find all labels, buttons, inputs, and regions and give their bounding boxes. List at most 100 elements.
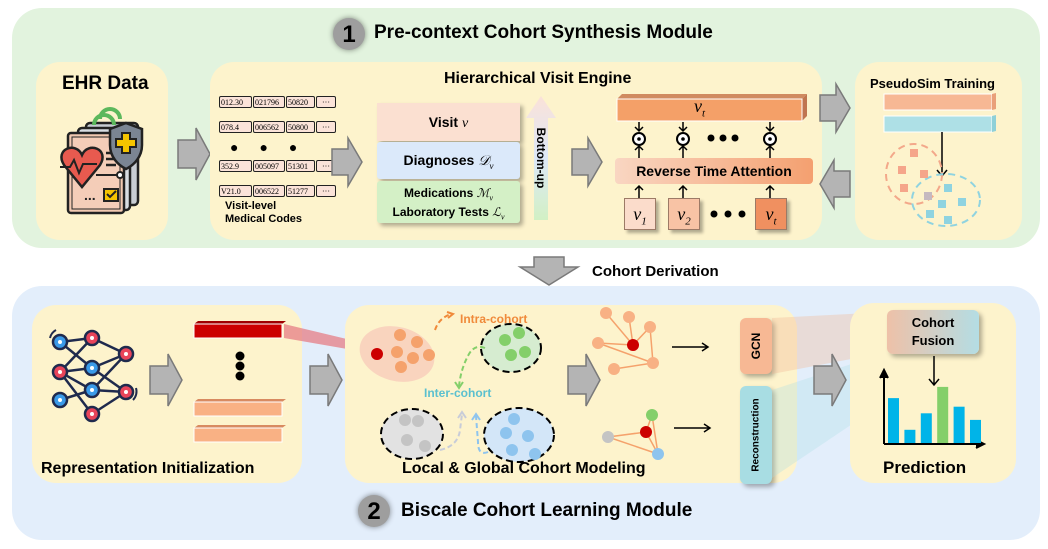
code-cell: 006522 [253, 185, 285, 197]
diagnoses-label: Diagnoses [403, 152, 475, 168]
medications-label: Medications [403, 186, 474, 200]
odot-icon [632, 122, 646, 158]
inter-cohort-label: Inter-cohort [424, 386, 492, 400]
visit-label: Visit [428, 114, 459, 130]
labtests-symbol: ℒ [492, 205, 501, 220]
cohort-fusion-line2: Fusion [911, 333, 955, 348]
cohort-modeling-title: Local & Global Cohort Modeling [402, 460, 646, 477]
dot-product-operators [632, 122, 777, 158]
bottom-up-arrow-icon [526, 96, 556, 220]
prediction-bar [920, 413, 932, 443]
prediction-title: Prediction [883, 458, 967, 477]
visit-box: Visit v [377, 103, 520, 141]
cohort-derivation-label: Cohort Derivation [592, 263, 719, 280]
visit-cube-main: v [765, 204, 774, 224]
diagnoses-box: Diagnoses 𝒟v [377, 142, 520, 179]
labtests-label: Laboratory Tests [392, 205, 489, 220]
diagnoses-symbol: 𝒟 [478, 154, 490, 169]
medications-subscript: v [489, 193, 494, 203]
codes-caption-line2: Medical Codes [225, 213, 303, 225]
vt-top-bar [616, 94, 807, 122]
pseudosim-title: PseudoSim Training [870, 76, 995, 91]
reconstruction-box: Reconstruction [740, 386, 772, 484]
y-axis [879, 367, 889, 444]
diagnoses-subscript: v [489, 160, 494, 171]
representation-init-title: Representation Initialization [41, 460, 255, 477]
visit-cube-sub: t [773, 215, 777, 228]
visit-cube-2: v2 [668, 198, 700, 230]
code-cell: V21.0 [219, 185, 252, 197]
vt-top-label: vt [694, 96, 705, 120]
code-cell: ··· [316, 96, 336, 108]
medications-symbol: ℳ [476, 186, 490, 200]
code-cell: 50820 [286, 96, 315, 108]
prediction-bar [970, 419, 981, 443]
visit-cube-main: v [677, 204, 686, 224]
prediction-chart [879, 356, 987, 449]
code-cell: 021796 [253, 96, 285, 108]
arrow-left-icon [819, 157, 851, 211]
prediction-bar [888, 398, 899, 443]
code-cell: 51277 [286, 185, 315, 197]
embedding-bars [193, 321, 286, 443]
codes-caption-line1: Visit-level [225, 200, 277, 212]
arrow-right-icon [331, 135, 363, 189]
code-cell: 50800 [286, 121, 315, 133]
svg-text:...: ... [84, 187, 96, 203]
visit-cube-1: v1 [624, 198, 656, 230]
arrow-right-icon [177, 127, 211, 181]
pseudosim-panel [855, 62, 1022, 240]
code-cell: ··· [316, 121, 336, 133]
cohort-fusion-box: Cohort Fusion [887, 310, 979, 354]
module1-number-badge: 1 [333, 18, 365, 50]
pseudosim-diagram [883, 93, 996, 227]
arrow-down-icon [517, 256, 581, 286]
arrow-right-icon [309, 353, 343, 407]
code-cell: 006562 [253, 121, 285, 133]
code-row: V21.0 006522 51277 ··· [219, 185, 336, 197]
module2-number-badge: 2 [358, 495, 390, 527]
ehr-title: EHR Data [62, 73, 149, 94]
code-cell: 352.9 [219, 160, 252, 172]
code-cell: 078.4 [219, 121, 252, 133]
hve-title: Hierarchical Visit Engine [444, 70, 632, 87]
code-row: 012.30 021796 50820 ··· [219, 96, 336, 108]
visit-cube-sub: 2 [685, 215, 691, 228]
arrow-right-icon [571, 135, 603, 189]
prediction-bar [904, 429, 916, 443]
odot-icon [676, 122, 690, 158]
medical-record-icon: ... [60, 107, 144, 215]
arrow-right-icon [813, 353, 847, 407]
prediction-bar [937, 386, 949, 443]
code-cell: ··· [316, 185, 336, 197]
cohort-graphs [592, 307, 712, 460]
fusion-down-arrow [928, 356, 940, 387]
up-arrows [634, 184, 775, 198]
code-cell: 012.30 [219, 96, 252, 108]
arrow-right-icon [149, 353, 183, 407]
visit-cube-main: v [633, 204, 642, 224]
code-cell: 005097 [253, 160, 285, 172]
visit-symbol: v [461, 116, 469, 131]
reverse-time-attention: Reverse Time Attention [615, 158, 813, 184]
ellipsis-dots: ●●● [230, 139, 319, 155]
prediction-bar [953, 406, 965, 443]
odot-icon [763, 122, 777, 158]
neural-network-icon [49, 329, 138, 423]
code-cell: 51301 [286, 160, 315, 172]
vt-top-sub: t [702, 107, 706, 120]
cohort-fusion-line1: Cohort [911, 315, 955, 330]
labtests-subscript: v [500, 212, 505, 222]
visit-cube-t: vt [755, 198, 787, 230]
medications-labtests-box: Medications ℳv Laboratory Tests ℒv [377, 181, 520, 223]
cohort-clusters [359, 311, 555, 463]
arrow-right-icon [567, 353, 601, 407]
visit-cube-sub: 1 [641, 215, 647, 228]
gcn-box: GCN [740, 318, 772, 374]
code-row: 352.9 005097 51301 ··· [219, 160, 336, 172]
code-row: 078.4 006562 50800 ··· [219, 121, 336, 133]
vt-top-main: v [694, 96, 702, 116]
module1-title: Pre-context Cohort Synthesis Module [374, 22, 713, 43]
intra-cohort-label: Intra-cohort [460, 312, 528, 326]
arrow-right-icon [819, 81, 851, 135]
